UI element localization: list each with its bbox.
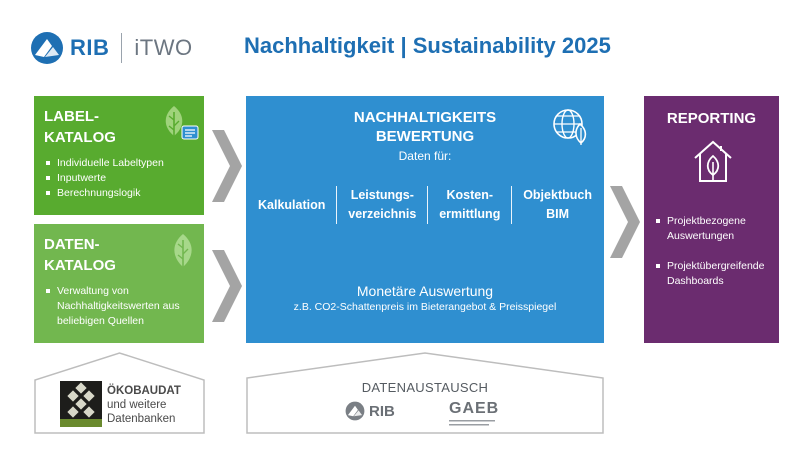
column-kostenermittlung: Kosten- ermittlung [433,186,506,224]
bewertung-title-line1: NACHHALTIGKEITS [353,109,497,126]
oekobaudat-line1: ÖKOBAUDAT [107,385,181,397]
list-item: Berechnungslogik [46,186,164,201]
column-label: Kalkulation [258,197,326,212]
chevron-right-icon [212,130,242,202]
label-katalog-title: LABEL- KATALOG [44,106,116,148]
data-columns: Kalkulation Leistungs- verzeichnis Koste… [252,186,598,224]
column-label: Leistungs- [350,188,414,202]
column-label: BIM [546,207,570,221]
label-katalog-title-line2: KATALOG [44,129,116,146]
gaeb-logo: GAEB [449,400,499,428]
label-katalog-bullets: Individuelle Labeltypen Inputwerte Berec… [46,156,164,201]
list-item: Inputwerte [46,171,164,186]
page-title: Nachhaltigkeit | Sustainability 2025 [244,33,611,58]
datenaustausch-house-outline [246,352,604,434]
itwo-logo-text: iTWO [134,35,193,60]
column-label: verzeichnis [348,207,417,221]
oekobaudat-line2: und weitere [107,399,167,411]
column-label: Objektbuch [523,188,592,202]
column-label: Kosten- [446,188,494,202]
reporting-bullets: Projektbezogene Auswertungen Projektüber… [656,214,774,304]
gaeb-logo-text: GAEB [449,400,500,417]
label-katalog-title-line1: LABEL- [44,108,99,125]
oekobaudat-logo-icon [60,381,102,427]
oekobaudat-text: ÖKOBAUDAT und weitere Datenbanken [107,384,181,426]
column-divider [427,186,429,224]
column-divider [511,186,513,224]
rib-logo-icon [31,32,63,64]
daten-katalog-title: DATEN- KATALOG [44,234,116,276]
bewertung-box: NACHHALTIGKEITS BEWERTUNG Daten für: Kal… [246,96,604,343]
column-label: ermittlung [439,207,501,221]
rib-small-logo-text: RIB [369,402,395,420]
column-kalkulation: Kalkulation [252,196,331,215]
monetaere-auswertung-subtitle: z.B. CO2-Schattenpreis im Bieterangebot … [293,301,557,313]
daten-katalog-bullets: Verwaltung von Nachhaltigkeitswerten aus… [46,284,196,329]
list-item: Individuelle Labeltypen [46,156,164,171]
column-divider [336,186,338,224]
daten-katalog-box: DATEN- KATALOG Verwaltung von Nachhaltig… [34,224,204,343]
datenaustausch-title: DATENAUSTAUSCH [361,380,489,395]
globe-leaf-icon [553,109,587,145]
column-leistungsverzeichnis: Leistungs- verzeichnis [342,186,422,224]
chevron-right-icon [212,250,242,322]
rib-itwo-logo: RIB iTWO [30,30,193,66]
bewertung-subtitle: Daten für: [398,149,452,163]
daten-katalog-title-line2: KATALOG [44,257,116,274]
rib-small-logo: RIB [345,401,395,421]
reporting-box: REPORTING Projektbezogene Auswertungen P… [644,96,779,343]
reporting-title: REPORTING [666,110,757,127]
bewertung-title-line2: BEWERTUNG [375,128,475,145]
list-item: Projektbezogene Auswertungen [656,214,774,244]
house-leaf-icon [694,140,732,182]
bewertung-title: NACHHALTIGKEITS BEWERTUNG [246,108,604,146]
monetaere-auswertung-title: Monetäre Auswertung [356,283,494,299]
list-item: Verwaltung von Nachhaltigkeitswerten aus… [46,284,196,329]
oekobaudat-line3: Datenbanken [107,413,176,425]
leaf-label-icon [165,106,199,140]
list-item: Projektübergreifende Dashboards [656,259,774,289]
column-objektbuch-bim: Objektbuch BIM [517,186,598,224]
rib-logo-icon [345,401,365,421]
label-katalog-box: LABEL- KATALOG Individuelle Labeltypen I… [34,96,204,215]
daten-katalog-title-line1: DATEN- [44,236,100,253]
chevron-right-icon [610,186,640,258]
leaf-icon [174,234,192,272]
logo-divider [121,33,123,63]
gaeb-subtitle-lines [449,420,495,426]
rib-logo-text: RIB [70,35,110,60]
